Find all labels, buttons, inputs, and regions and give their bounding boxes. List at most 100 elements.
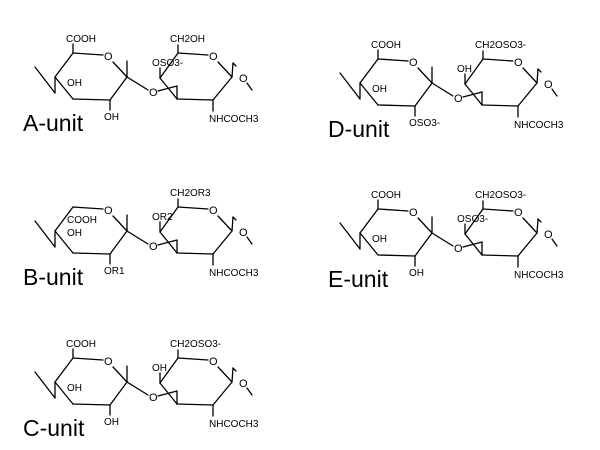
ring-bond [54,52,74,78]
c2-substituent-label: OSO3- [409,118,440,129]
reducing-end-oxygen: O [239,227,248,239]
c5-carboxyl-label: COOH [371,40,401,51]
ring-bond [159,206,179,233]
c5-carboxyl-label: COOH [66,339,96,350]
c3p-substituent-label: OH [152,363,167,374]
glycosidic-oxygen: O [454,93,463,105]
ring-bond [377,58,409,62]
ring-bond [217,366,233,383]
reducing-end-bond [246,236,253,245]
c5-carboxyl-label: COOH [371,190,401,201]
ring-oxygen: O [209,205,218,217]
unit-label: C-unit [23,415,85,441]
ring-bond [212,381,233,406]
chain-stub-bond [339,72,361,100]
ring-bond [112,61,128,78]
glycosidic-oxygen: O [454,243,463,255]
ring-bond [72,357,104,361]
c2p-substituent-label: NHCOCH3 [209,268,259,279]
glycosidic-bond [126,230,149,245]
c3p-substituent-label: OR2 [152,212,173,223]
ring-bond [72,206,104,210]
ring-bond [176,252,214,255]
ring-bond [72,98,111,101]
reducing-end-bond [551,88,558,97]
ring-bond [72,403,111,406]
ring-bond [377,104,416,107]
c2p-substituent-label: NHCOCH3 [514,120,564,131]
ring-bond [377,208,409,212]
ring-bond [217,215,233,232]
c6p-substituent-label: CH2OSO3- [475,40,526,51]
ring-bond [72,52,104,56]
ring-bond [109,381,128,406]
ring-bond [522,67,538,84]
c6p-substituent-label: CH2OH [170,34,205,45]
axial-bond [232,216,237,221]
c6p-substituent-label: CH2OR3 [170,188,211,199]
ring-oxygen: O [409,207,418,219]
c2-substituent-label: OH [104,417,119,428]
unit-label: B-unit [23,264,84,290]
axial-bond [231,367,234,383]
ring-bond [217,61,233,78]
axial-bond [537,68,542,73]
glycosidic-bond [431,232,454,247]
reducing-end-oxygen: O [544,229,553,241]
ring-bond [417,217,433,234]
ring-bond [464,83,483,106]
c2p-substituent-label: NHCOCH3 [514,270,564,281]
glycosidic-oxygen: O [149,241,158,253]
glycosidic-bond [157,390,178,397]
ring-bond [159,77,178,100]
ring-bond [359,58,379,84]
ring-bond [464,208,484,235]
reducing-end-oxygen: O [239,73,248,85]
ring-bond [177,52,209,56]
reducing-end-bond [551,238,558,247]
glycosidic-bond [462,241,483,248]
ring-bond [517,82,538,107]
reducing-end-bond [246,82,253,91]
chain-stub-bond [339,222,361,250]
c3-substituent-label: OH [372,84,387,95]
glycosidic-bond [126,381,149,396]
c3p-substituent-label: OH [457,64,472,75]
reducing-end-oxygen: O [239,378,248,390]
ring-oxygen: O [104,51,113,63]
ring-bond [109,76,128,101]
ring-bond [414,82,433,107]
c2p-substituent-label: NHCOCH3 [209,419,259,430]
ring-bond [481,104,519,107]
ring-bond [481,254,519,257]
chain-stub-bond [34,220,56,248]
glycosidic-oxygen: O [149,87,158,99]
ring-oxygen: O [104,205,113,217]
ring-bond [54,76,74,100]
ring-oxygen: O [514,207,523,219]
ring-bond [517,232,538,257]
ring-bond [159,231,178,254]
c2-substituent-label: OH [104,112,119,123]
ring-bond [159,382,178,405]
c2-substituent-label: OH [409,268,424,279]
unit-label: D-unit [328,116,390,142]
ring-oxygen: O [209,51,218,63]
unit-label: E-unit [328,266,389,292]
glycosidic-bond [462,91,483,98]
ring-bond [176,98,214,101]
chain-stub-bond [34,66,56,94]
glycosidic-bond [431,82,454,97]
axial-bond [232,62,237,67]
ring-bond [54,206,74,232]
axial-bond [536,68,539,84]
ring-bond [417,67,433,84]
axial-bond [231,216,234,232]
ring-bond [464,58,484,85]
unit-label: A-unit [23,110,84,136]
reducing-end-bond [246,387,253,396]
